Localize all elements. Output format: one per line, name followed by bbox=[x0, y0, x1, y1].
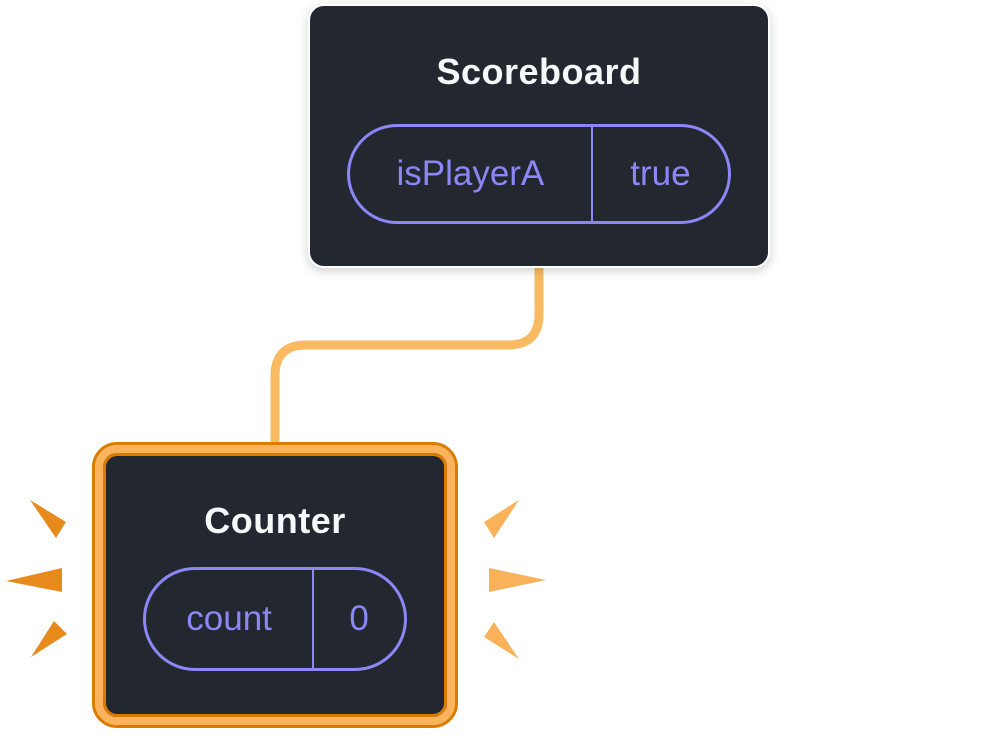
sparkle-left-middle-icon bbox=[6, 568, 62, 592]
scoreboard-title: Scoreboard bbox=[436, 51, 642, 92]
scoreboard-state-pill: isPlayerA true bbox=[347, 124, 731, 224]
sparkle-left-top-icon bbox=[30, 500, 66, 538]
counter-state-name: count bbox=[186, 599, 272, 638]
counter-component-box: Counter count 0 bbox=[92, 442, 458, 728]
sparkle-right-bottom-icon bbox=[484, 622, 519, 659]
scoreboard-state-value: true bbox=[590, 127, 728, 221]
counter-state-value: 0 bbox=[312, 570, 404, 668]
counter-title: Counter bbox=[204, 500, 346, 541]
sparkle-right-top-icon bbox=[484, 500, 519, 538]
scoreboard-component-box: Scoreboard isPlayerA true bbox=[308, 4, 770, 268]
counter-state-pill: count 0 bbox=[143, 567, 407, 671]
parent-child-connector-line bbox=[270, 266, 544, 450]
sparkle-right-middle-icon bbox=[489, 568, 546, 592]
scoreboard-state-name: isPlayerA bbox=[396, 154, 545, 193]
sparkle-left-bottom-icon bbox=[31, 621, 67, 657]
